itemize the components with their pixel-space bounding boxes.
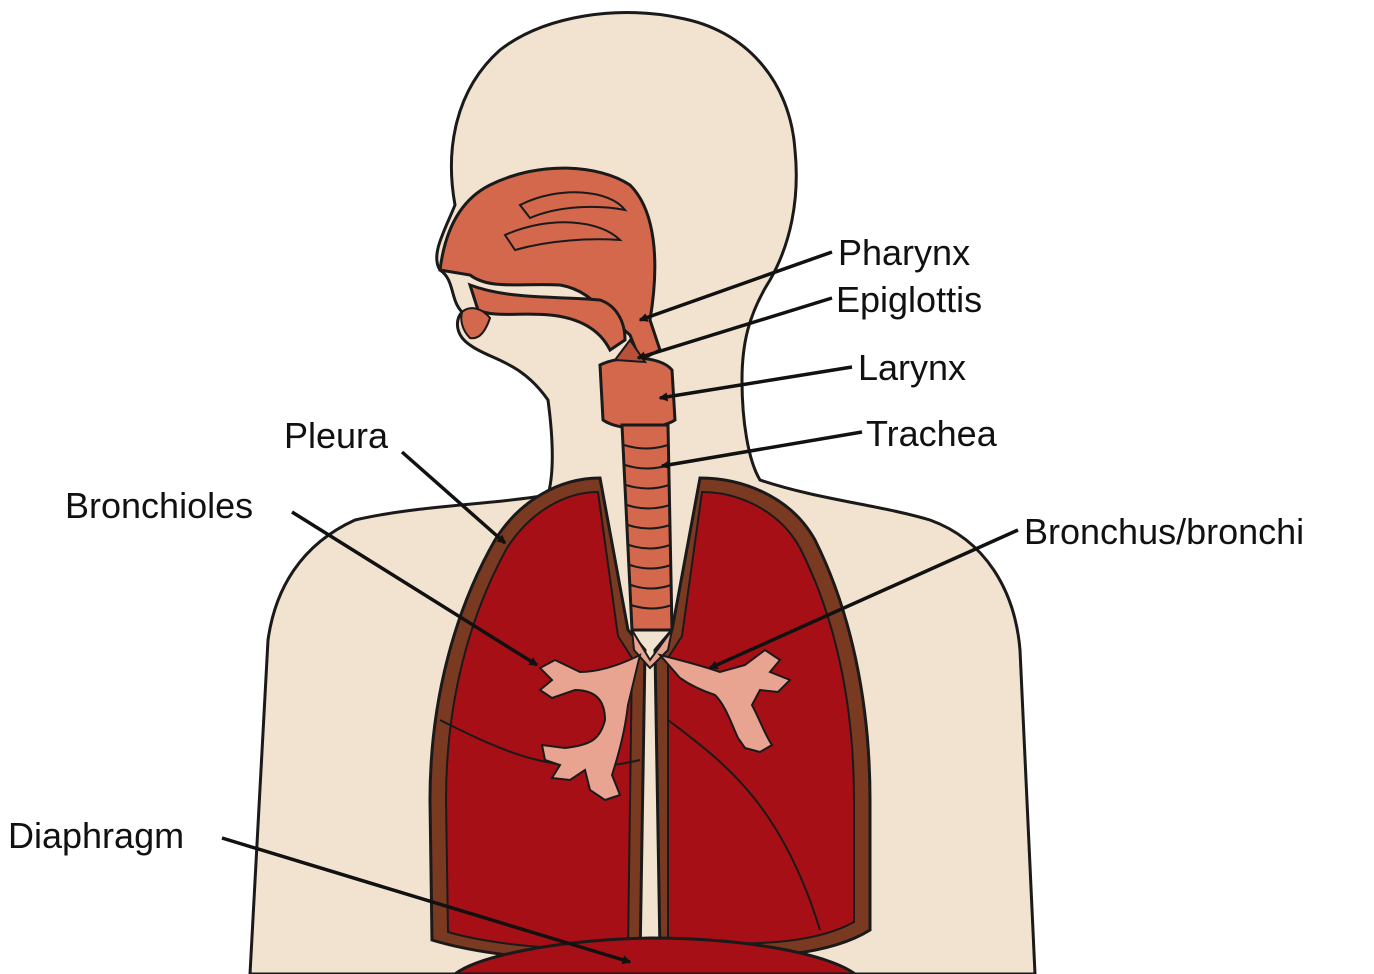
label-bronchus: Bronchus/bronchi — [1024, 511, 1304, 552]
label-pharynx: Pharynx — [838, 232, 970, 273]
label-pleura: Pleura — [284, 415, 389, 456]
larynx-shape — [600, 358, 675, 428]
label-bronchioles: Bronchioles — [65, 485, 253, 526]
label-diaphragm: Diaphragm — [8, 815, 184, 856]
label-trachea: Trachea — [866, 413, 998, 454]
label-epiglottis: Epiglottis — [836, 279, 982, 320]
label-larynx: Larynx — [858, 347, 966, 388]
